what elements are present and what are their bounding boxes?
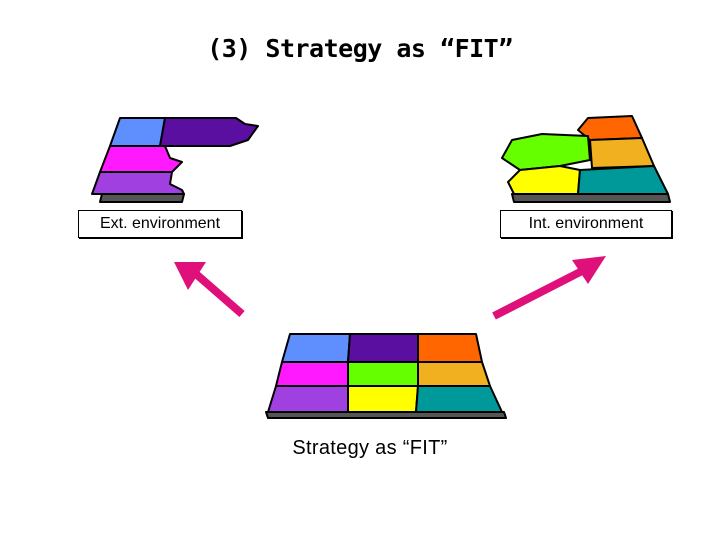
puzzle-piece-violet	[267, 385, 349, 413]
puzzle-piece-orange	[417, 333, 483, 363]
ext-environment-label: Ext. environment	[78, 210, 242, 238]
puzzle-piece-blue	[281, 333, 351, 363]
puzzle-piece-gold	[417, 361, 491, 387]
puzzle-piece-green	[347, 361, 419, 387]
puzzle-piece-violet	[91, 171, 185, 195]
puzzle-piece-magenta	[99, 145, 183, 173]
fit-puzzle	[265, 333, 507, 419]
int-environment-puzzle	[501, 115, 671, 203]
arrow-to-int	[492, 256, 606, 320]
arrow-to-ext	[174, 262, 245, 318]
puzzle-piece-purple	[347, 333, 419, 363]
ext-environment-puzzle	[91, 117, 259, 203]
puzzle-piece-magenta	[275, 361, 349, 387]
int-environment-label: Int. environment	[500, 210, 672, 238]
puzzle-piece-green	[501, 133, 591, 171]
puzzle-piece-yellow	[507, 165, 581, 195]
slide-title: (3) Strategy as “FIT”	[207, 34, 513, 63]
puzzle-piece-teal	[577, 165, 669, 195]
puzzle-piece-gold	[589, 137, 655, 169]
puzzle-piece-purple	[159, 117, 259, 147]
puzzle-piece-teal	[415, 385, 503, 413]
puzzle-piece-yellow	[347, 385, 419, 413]
fit-caption: Strategy as “FIT”	[292, 437, 448, 459]
puzzle-piece-blue	[109, 117, 166, 147]
